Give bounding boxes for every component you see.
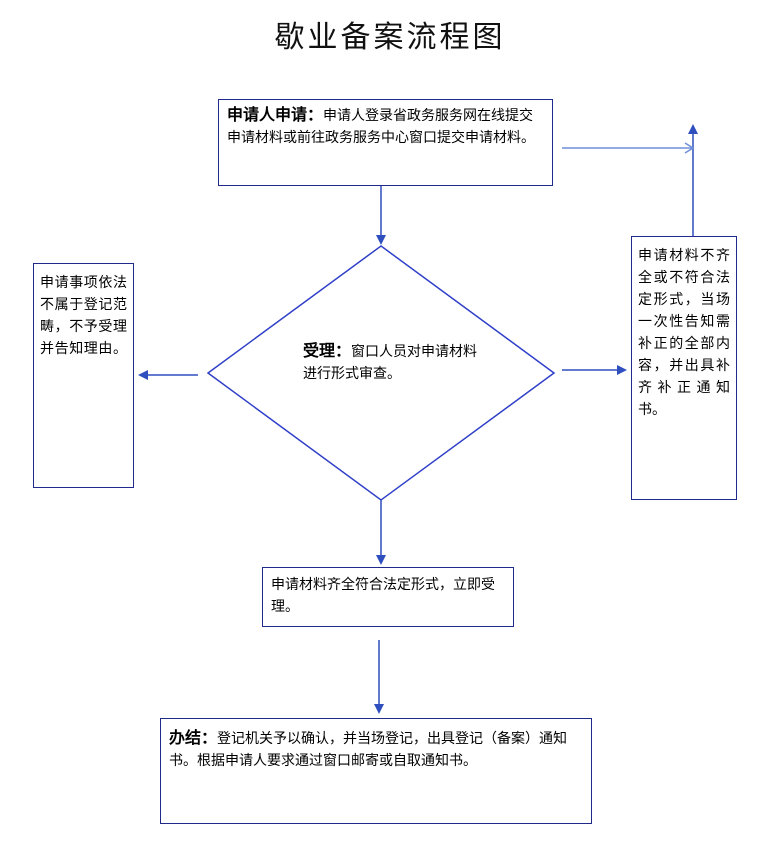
supplement-text: 申请材料不齐全或不符合法定形式，当场一次性告知需补正的全部内容，并出具补齐补正通… bbox=[638, 248, 730, 418]
review-text: 窗口人员对申请材料进行形式审查。 bbox=[303, 344, 478, 382]
accept-text: 申请材料齐全符合法定形式，立即受理。 bbox=[271, 577, 495, 615]
apply-heading: 申请人申请： bbox=[227, 105, 324, 124]
accept-box: 申请材料齐全符合法定形式，立即受理。 bbox=[262, 567, 514, 627]
review-heading: 受理： bbox=[303, 341, 352, 360]
page-title: 歇业备案流程图 bbox=[274, 20, 506, 55]
apply-box: 申请人申请：申请人登录省政务服务网在线提交申请材料或前往政务服务中心窗口提交申请… bbox=[218, 99, 553, 186]
finish-box: 办结：登记机关予以确认，并当场登记，出具登记（备案）通知书。根据申请人要求通过窗… bbox=[160, 718, 592, 824]
finish-text: 登记机关予以确认，并当场登记，出具登记（备案）通知书。根据申请人要求通过窗口邮寄… bbox=[169, 731, 568, 769]
reject-text: 申请事项依法不属于登记范畴，不予受理并告知理由。 bbox=[40, 275, 127, 357]
supplement-box: 申请材料不齐全或不符合法定形式，当场一次性告知需补正的全部内容，并出具补齐补正通… bbox=[631, 236, 737, 500]
finish-heading: 办结： bbox=[169, 728, 218, 747]
apply-text: 申请人登录省政务服务网在线提交申请材料或前往政务服务中心窗口提交申请材料。 bbox=[227, 108, 535, 146]
review-text-block: 受理：窗口人员对申请材料进行形式审查。 bbox=[303, 340, 478, 385]
reject-box: 申请事项依法不属于登记范畴，不予受理并告知理由。 bbox=[33, 263, 134, 488]
